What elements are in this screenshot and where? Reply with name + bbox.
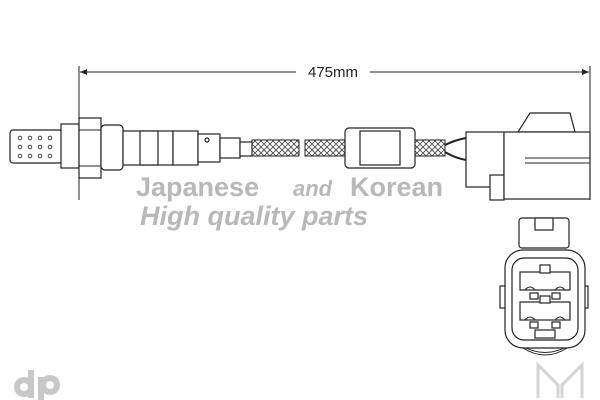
- dimension-label: 475mm: [308, 64, 358, 81]
- braided-cable: [251, 127, 467, 169]
- m-logo: [536, 361, 584, 398]
- watermark-high-quality: High quality parts: [140, 201, 368, 231]
- dp-logo: [14, 370, 60, 400]
- connector-face-view: [499, 217, 589, 356]
- sensor-tip: [9, 117, 102, 179]
- connector-side-view: [465, 112, 591, 201]
- watermark-text: Japanese and Korean High quality parts: [136, 172, 443, 231]
- dimension-line: 475mm: [78, 64, 591, 200]
- sensor-body: [100, 124, 253, 171]
- watermark-japanese: Japanese: [136, 172, 259, 202]
- watermark-korean: Korean: [350, 172, 443, 202]
- watermark-and: and: [293, 176, 333, 201]
